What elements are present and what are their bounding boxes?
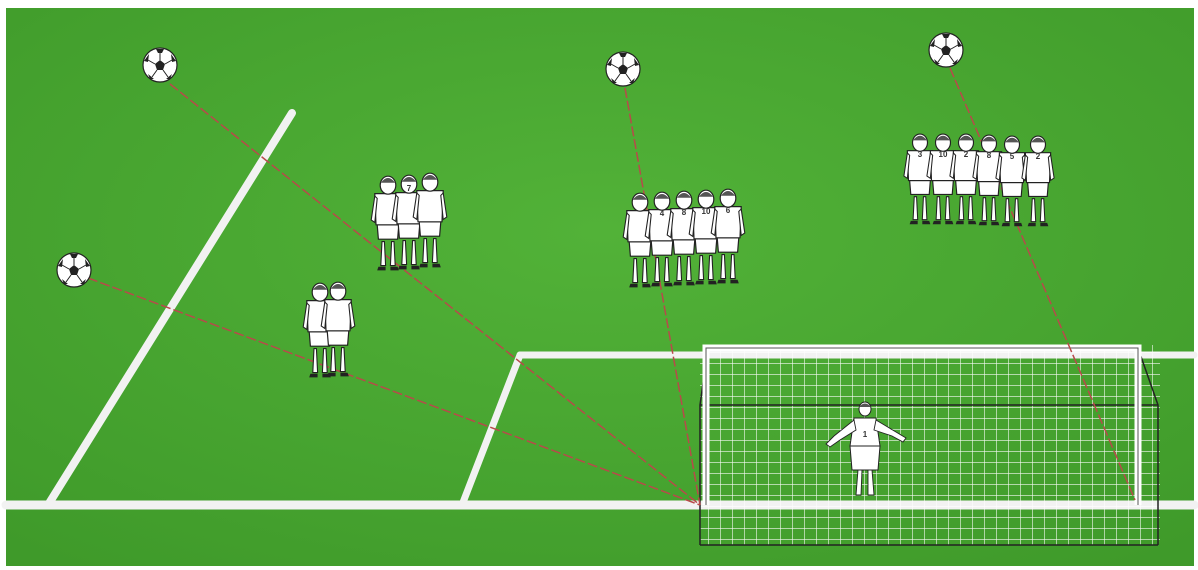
goal-net-icon (700, 345, 1160, 545)
soccer-ball-icon (929, 33, 963, 67)
player-number: 8 (682, 208, 687, 217)
goalkeeper-number: 1 (863, 430, 868, 439)
player-number: 10 (939, 150, 948, 159)
soccer-ball-icon (606, 52, 640, 86)
player-number: 4 (660, 209, 665, 218)
player-number: 2 (964, 150, 969, 159)
player-number: 5 (1010, 152, 1015, 161)
player-number: 7 (407, 184, 412, 193)
soccer-ball-icon (57, 253, 91, 287)
player-number: 6 (726, 206, 731, 215)
player-number: 10 (702, 207, 711, 216)
player-number: 8 (987, 151, 992, 160)
soccer-ball-icon (143, 48, 177, 82)
player-number: 3 (918, 150, 923, 159)
player-number: 2 (1036, 152, 1041, 161)
